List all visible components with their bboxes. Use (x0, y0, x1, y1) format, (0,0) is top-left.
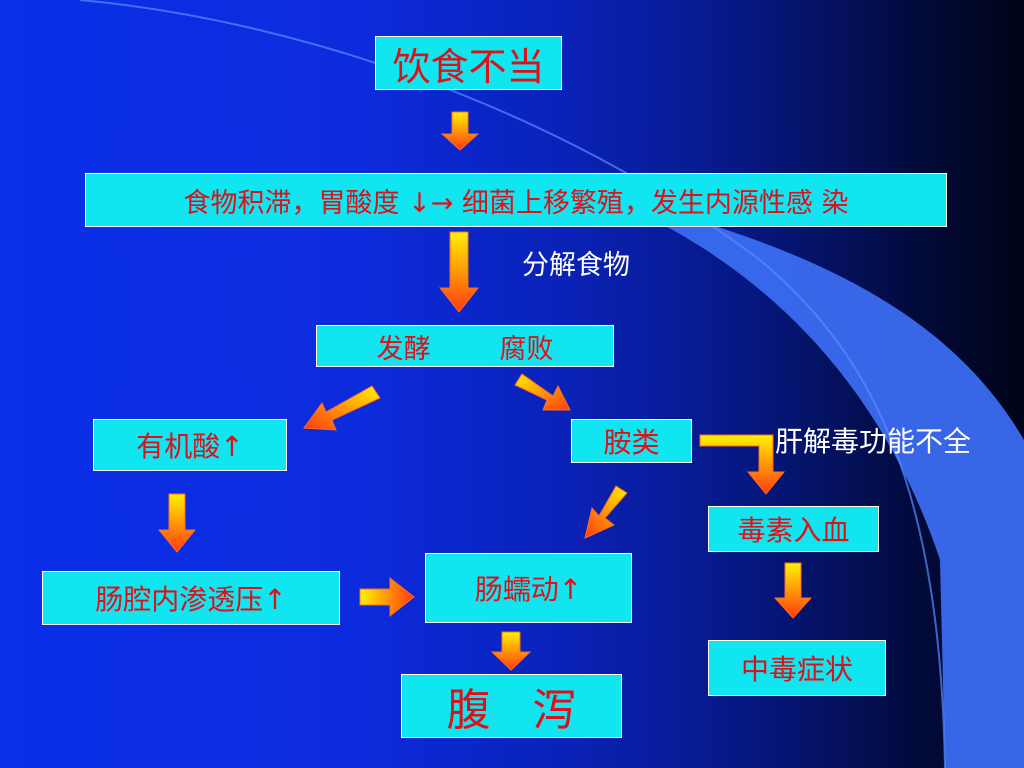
box-poisoning-symptoms: 中毒症状 (708, 640, 886, 696)
box-toxins-blood: 毒素入血 (708, 506, 879, 552)
arrow-organic-acid-to-osmotic (157, 493, 197, 553)
box-peristalsis: 肠蠕动↑ (425, 553, 632, 623)
arrow-toxins-to-symptoms (773, 562, 813, 619)
label-decompose-food: 分解食物 (522, 250, 630, 281)
box-poor-diet: 饮食不当 (375, 36, 562, 90)
box-amines: 胺类 (571, 419, 692, 463)
arrow-amines-to-peristalsis (584, 485, 628, 539)
box-fermentation: 发酵 腐败 (316, 325, 614, 367)
arrow-fermentation-to-organic-acid (303, 385, 381, 431)
box-food-stagnation: 食物积滞，胃酸度 ↓→ 细菌上移繁殖，发生内源性感 染 (85, 173, 947, 227)
arrow-peristalsis-to-diarrhea (490, 631, 532, 671)
box-osmotic-pressure: 肠腔内渗透压↑ (42, 571, 340, 625)
arrow-diet-to-stagnation (440, 111, 480, 151)
arrow-osmotic-to-peristalsis (359, 576, 415, 618)
box-diarrhea: 腹 泻 (401, 674, 622, 738)
arrow-stagnation-to-fermentation (438, 231, 480, 313)
box-organic-acid: 有机酸↑ (93, 419, 287, 471)
background-swoosh (600, 195, 1024, 768)
arrow-fermentation-to-amines (514, 373, 571, 411)
arrow-amines-to-toxins (699, 434, 786, 495)
label-liver-detox: 肝解毒功能不全 (775, 425, 972, 458)
background-arc-line (79, 0, 946, 768)
